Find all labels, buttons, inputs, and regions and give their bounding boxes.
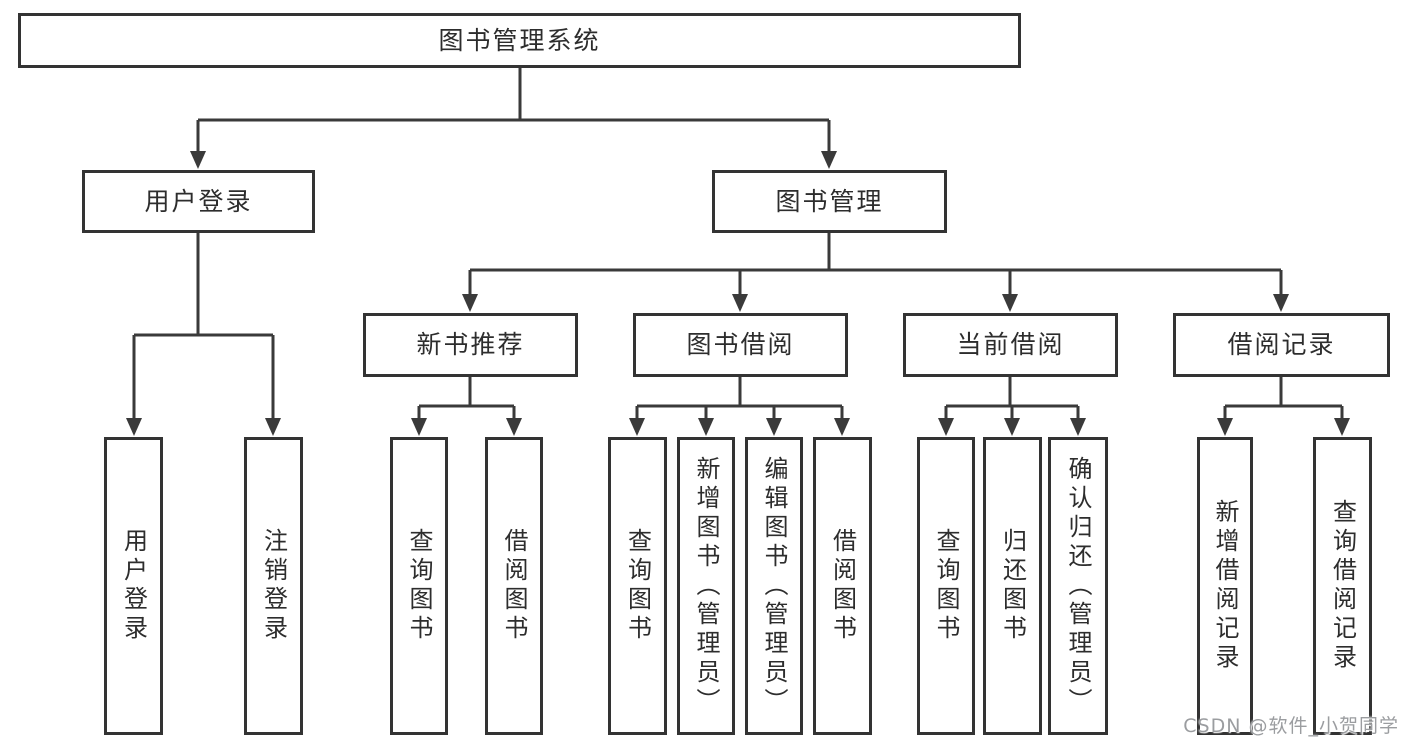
leaf-add-book-admin: 新增图书（管理员） [677, 437, 735, 735]
connector-root-to-level2 [190, 66, 837, 169]
leaf-logout: 注销登录 [244, 437, 303, 735]
leaf-query-books-2: 查询图书 [608, 437, 667, 735]
node-book-borrowing: 图书借阅 [633, 313, 848, 377]
leaf-edit-book-admin: 编辑图书（管理员） [745, 437, 803, 735]
csdn-watermark: CSDN @软件_小贺同学 [1183, 715, 1399, 737]
connector-new-book-recommend-to-leaves [411, 375, 522, 436]
node-user-login: 用户登录 [82, 170, 315, 233]
leaf-query-books-3: 查询图书 [917, 437, 975, 735]
connector-user-login-to-leaves [126, 231, 281, 436]
leaf-add-borrow-record: 新增借阅记录 [1197, 437, 1253, 735]
leaf-borrow-books-1: 借阅图书 [485, 437, 543, 735]
node-book-management: 图书管理 [712, 170, 947, 233]
leaf-query-borrow-record: 查询借阅记录 [1313, 437, 1372, 735]
connector-book-management-to-level3 [462, 231, 1289, 312]
node-root: 图书管理系统 [18, 13, 1021, 68]
node-new-book-recommend: 新书推荐 [363, 313, 578, 377]
connector-current-borrowing-to-leaves [938, 375, 1086, 436]
connector-borrowing-records-to-leaves [1217, 375, 1350, 436]
leaf-borrow-books-2: 借阅图书 [813, 437, 872, 735]
leaf-return-books: 归还图书 [983, 437, 1042, 735]
connector-book-borrowing-to-leaves [629, 375, 850, 436]
node-borrowing-records: 借阅记录 [1173, 313, 1390, 377]
leaf-query-books-1: 查询图书 [390, 437, 448, 735]
leaf-confirm-return-admin: 确认归还（管理员） [1048, 437, 1108, 735]
node-current-borrowing: 当前借阅 [903, 313, 1118, 377]
leaf-user-login: 用户登录 [104, 437, 163, 735]
